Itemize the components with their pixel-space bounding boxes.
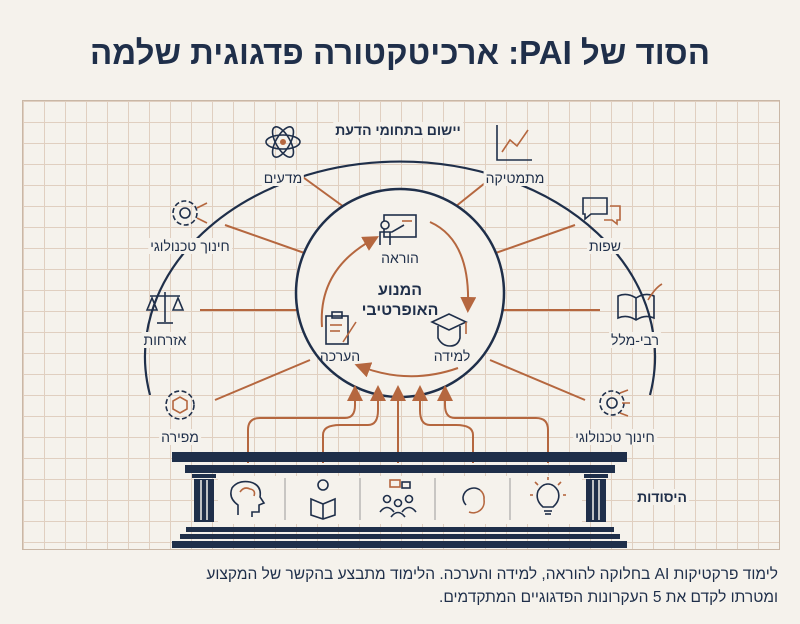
engine-label-line1: המנוע — [377, 282, 423, 299]
pillar-left — [194, 479, 214, 522]
caption-line2: ומטרתו לקדם את 5 העקרונות הפדגוגיים המתק… — [439, 589, 778, 606]
caption: לימוד פרקטיקות AI בחלוקה להוראה, למידה ו… — [18, 563, 778, 609]
spoke — [489, 359, 586, 401]
domain-civics: אזרחות — [141, 332, 189, 348]
arrow-assessment-to-teaching — [320, 236, 379, 328]
foundations-label: היסודות — [635, 489, 689, 505]
cycle-teaching: הוראה — [381, 250, 419, 266]
step — [172, 541, 627, 548]
domain-math: מתמטיקה — [483, 170, 547, 186]
cycle-learning: למידה — [433, 348, 471, 364]
foundation-arrow — [412, 385, 474, 463]
foundation-arrow — [247, 385, 363, 463]
foundation-arrow — [437, 385, 549, 463]
gear-circuit-right-icon — [599, 389, 630, 417]
domain-tech-left: חינוך טכנולוגי — [148, 238, 232, 254]
domains-arc-label: יישום בתחומי הדעת — [333, 122, 463, 138]
foundation-arrow — [322, 385, 386, 463]
lightbulb-icon — [530, 477, 566, 515]
engine-label: המנוע האופרטיבי — [360, 281, 441, 321]
page-title: הסוד של PAI: ארכיטקטורה פדגוגית שלמה — [89, 34, 711, 71]
scales-icon — [145, 292, 185, 324]
domains-arc — [143, 160, 657, 396]
cycle-assessment: הערכה — [319, 348, 361, 364]
chart-icon — [496, 125, 532, 161]
arrow-learning-to-assessment — [354, 362, 459, 378]
gear-cube-icon — [165, 390, 195, 420]
gear-circuit-icon — [172, 200, 208, 226]
engine-label-line2: האופרטיבי — [361, 302, 439, 319]
step — [180, 534, 620, 539]
domain-science: מדעים — [261, 170, 305, 186]
cycle-arrows-icon — [462, 487, 485, 514]
speech-bubbles-icon — [582, 197, 621, 226]
arrow-teaching-to-learning — [429, 221, 477, 313]
spoke — [489, 224, 576, 256]
open-book-quill-icon — [617, 283, 663, 321]
domain-multitext: רבי-מלל — [609, 332, 661, 348]
graduation-cap-icon — [430, 313, 468, 347]
domain-tech-right: חינוך טכנולוגי — [573, 429, 657, 445]
group-discussion-icon — [379, 479, 417, 518]
temple-beam — [185, 465, 615, 473]
temple-roof — [172, 452, 627, 462]
pillar-right — [586, 479, 606, 522]
teacher-board-icon — [379, 214, 417, 245]
step — [186, 527, 614, 532]
spoke — [224, 224, 311, 256]
clipboard-icon — [325, 311, 357, 345]
spoke — [214, 359, 311, 401]
reading-person-icon — [310, 479, 336, 520]
atom-icon — [265, 126, 301, 158]
caption-line1: לימוד פרקטיקות AI בחלוקה להוראה, למידה ו… — [206, 566, 778, 583]
domain-languages: שפות — [586, 238, 624, 254]
brain-head-icon — [230, 480, 266, 517]
domain-mapira: מפירה — [159, 429, 201, 445]
foundation-temple — [172, 452, 627, 548]
